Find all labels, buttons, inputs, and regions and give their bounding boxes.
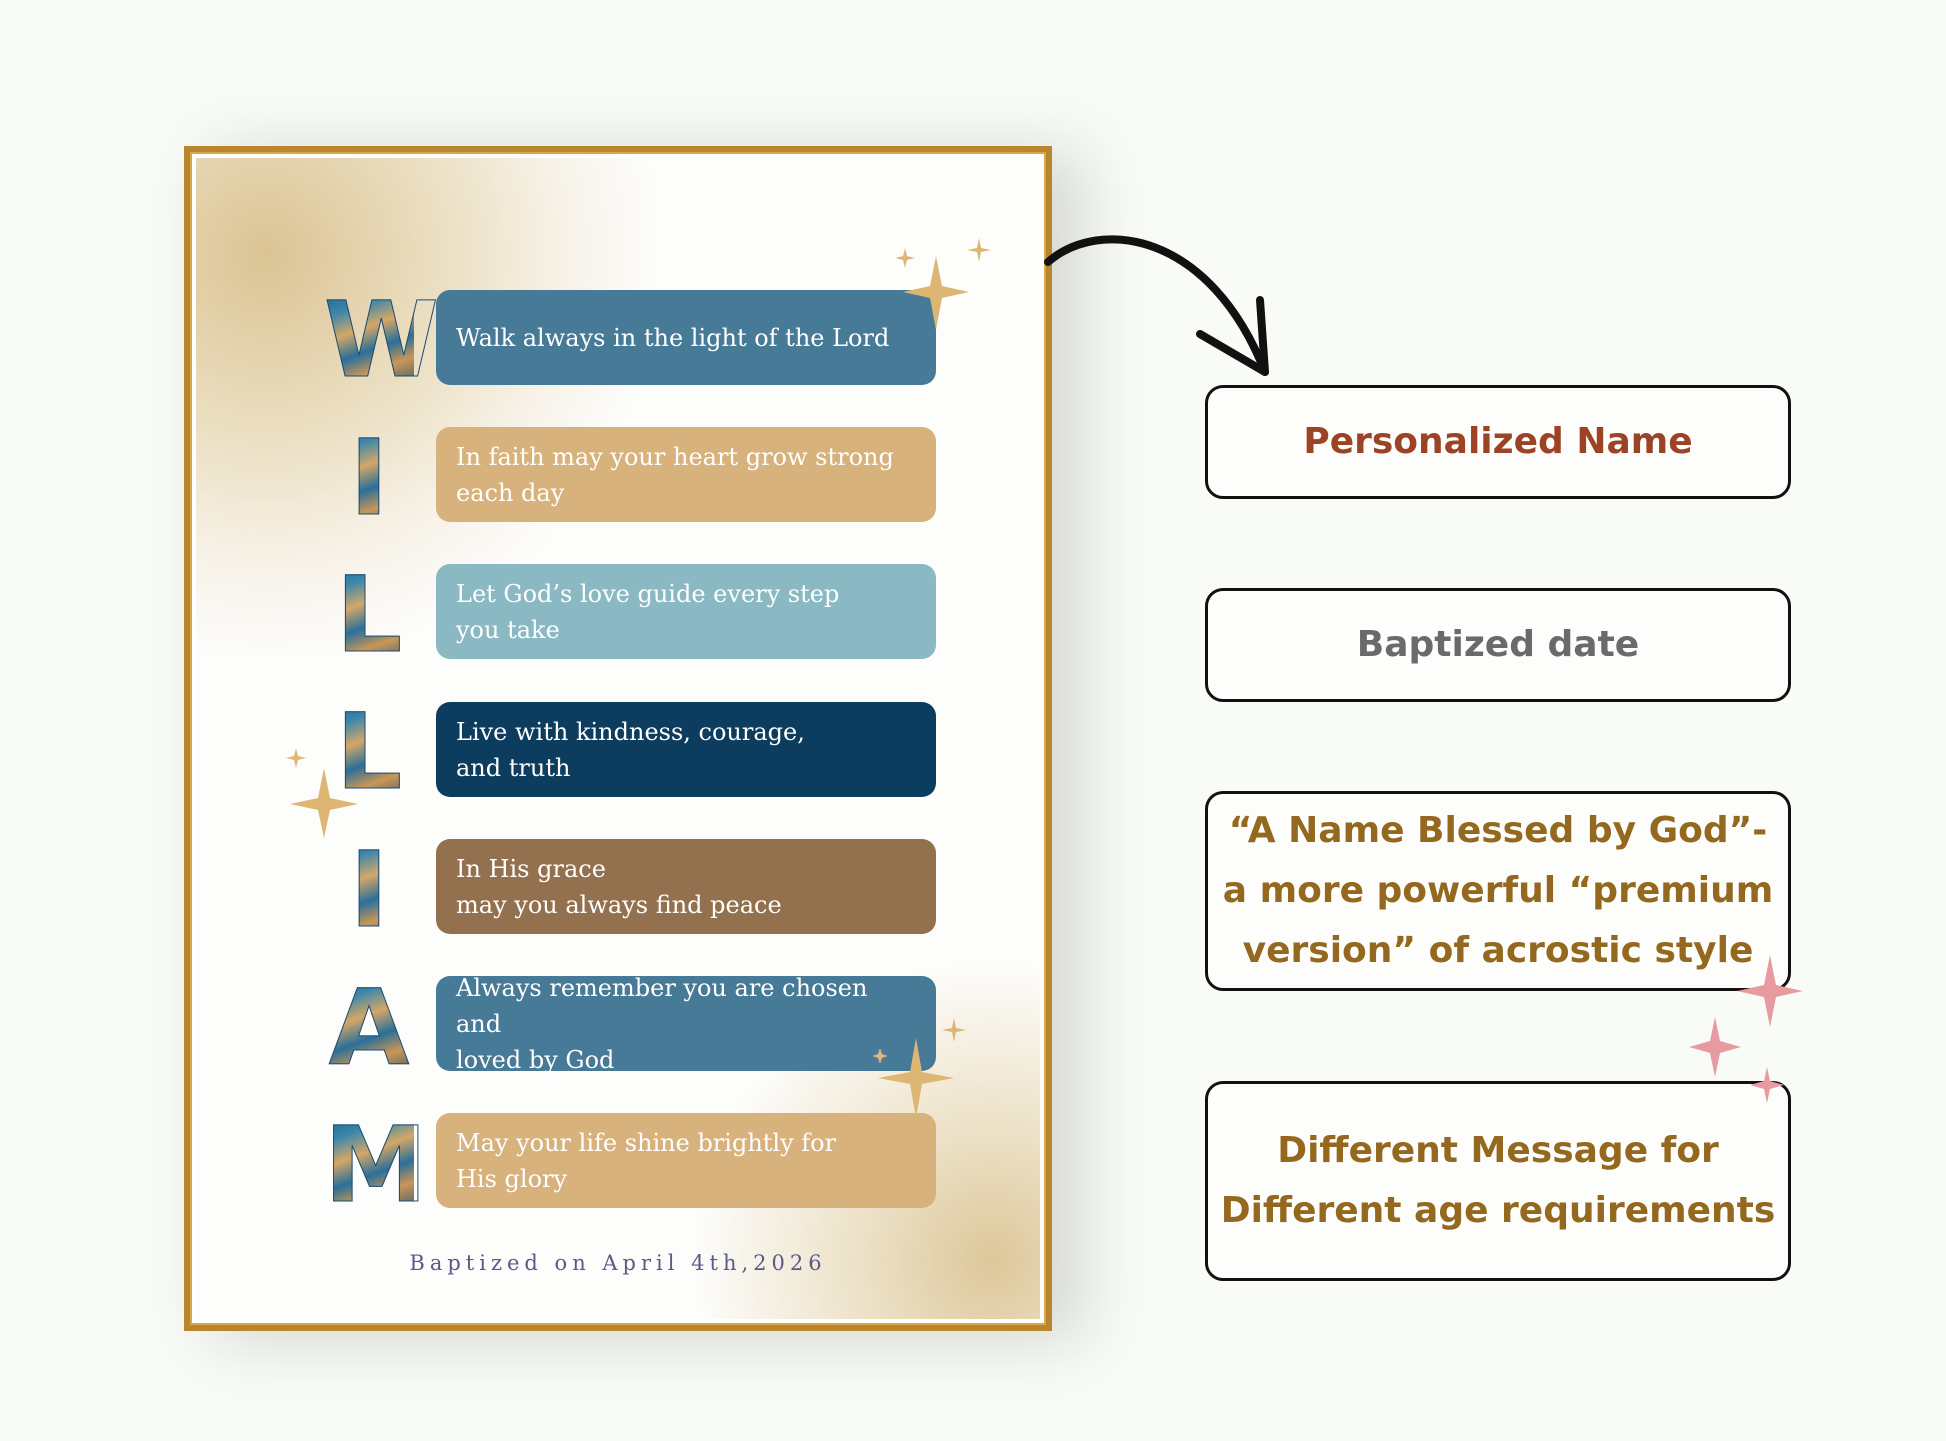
acrostic-line-6: Always remember you are chosen and loved… — [436, 974, 936, 1074]
acrostic-letter-l: L — [324, 700, 414, 805]
acrostic-letter-i: I — [324, 426, 414, 531]
feature-premium-version: “A Name Blessed by God”- a more powerful… — [1205, 791, 1791, 991]
sparkle-icon — [286, 748, 358, 838]
feature-baptized-date: Baptized date — [1205, 588, 1791, 702]
sparkle-icon — [895, 238, 991, 330]
poster: W I L L I A M Walk always in the light o… — [196, 158, 1040, 1319]
acrostic-letter-l: L — [324, 563, 414, 668]
acrostic-letter-i: I — [324, 838, 414, 943]
feature-personalized-name: Personalized Name — [1205, 385, 1791, 499]
acrostic-letter-m: M — [324, 1104, 429, 1226]
acrostic-line-2: In faith may your heart grow strong each… — [436, 427, 936, 522]
feature-different-message: Different Message for Different age requ… — [1205, 1081, 1791, 1281]
sparkle-icon — [1689, 955, 1803, 1103]
poster-frame: W I L L I A M Walk always in the light o… — [184, 146, 1052, 1331]
acrostic-letter-a: A — [324, 976, 414, 1081]
acrostic-line-3: Let God’s love guide every step you take — [436, 564, 936, 659]
sparkle-icon — [872, 1018, 966, 1118]
acrostic-line-1: Walk always in the light of the Lord — [436, 290, 936, 385]
acrostic-line-5: In His grace may you always find peace — [436, 839, 936, 934]
baptism-date-text: Baptized on April 4th,2026 — [409, 1251, 827, 1275]
curved-arrow-icon — [1044, 235, 1269, 376]
acrostic-line-4: Live with kindness, courage, and truth — [436, 702, 936, 797]
acrostic-line-7: May your life shine brightly for His glo… — [436, 1113, 936, 1208]
acrostic-letter-w: W — [324, 279, 440, 401]
